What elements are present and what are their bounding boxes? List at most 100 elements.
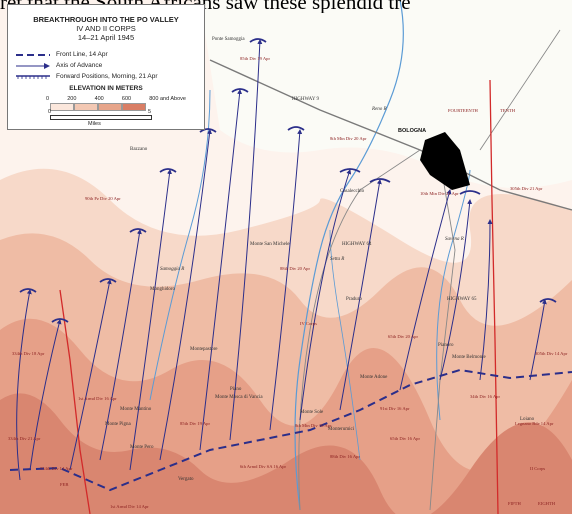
label-bologna: BOLOGNA	[398, 128, 426, 134]
label-savena-r: Savena R	[445, 237, 464, 242]
legend-subtitle: IV AND II CORPS	[76, 24, 136, 33]
front-line-14-apr	[9, 368, 572, 492]
label-reno-r: Reno R	[371, 107, 387, 112]
unit-label: 305th Div 21 Apr	[510, 186, 543, 191]
label-praduro: Praduro	[346, 297, 362, 302]
axes-of-advance	[16, 39, 547, 481]
label-monte-mosca: Monte Mosca di Vancia	[215, 395, 263, 400]
legend-label: Forward Positions, Morning, 21 Apr	[56, 73, 158, 80]
scale-start: 0	[48, 109, 52, 115]
unit-label: 91st Div 16 Apr	[380, 406, 410, 411]
elev-swatch-4	[122, 103, 146, 111]
forward-positions-21-apr	[19, 38, 557, 323]
army-boundary	[59, 289, 91, 514]
bologna-city	[420, 132, 470, 190]
unit-label: 65th Div 20 Apr	[388, 334, 418, 339]
unit-label: 65th Div 16 Apr	[390, 436, 420, 441]
label-monte-belmonte: Monte Belmonte	[452, 355, 487, 360]
elevation-swatches	[50, 103, 146, 111]
label-bazzano: Bazzano	[130, 147, 148, 152]
unit-label: 1st Armd Div 14 Apr	[110, 504, 149, 509]
legend-label: Axis of Advance	[56, 62, 103, 69]
elevation-tick: 600	[121, 96, 132, 102]
label-monte-san-michele: Monte San Michele	[250, 242, 290, 247]
elevation-800	[0, 393, 572, 514]
legend-date: 14–21 April 1945	[77, 33, 135, 42]
unit-label: 334th Div 21 Apr	[8, 436, 41, 441]
label-fifth: FIFTH	[508, 501, 521, 506]
river-reno	[294, 0, 404, 511]
label-tenth: TENTH	[500, 108, 516, 113]
unit-label: 305th Div 14 Apr	[535, 351, 568, 356]
unit-label: 85th Div 19 Apr	[180, 421, 210, 426]
label-monte-mantino: Monte Mantino	[120, 407, 152, 412]
road-labels: HIGHWAY 9 HIGHWAY 64 HIGHWAY 65	[292, 97, 477, 302]
label-monte-sole: Monte Sole	[300, 410, 324, 415]
label-pianoro: Pianoro	[438, 343, 454, 348]
elevation-tick: 800 and Above	[149, 96, 186, 102]
label-monterumici: Monterumici	[328, 427, 355, 432]
unit-label: 334th Div 14 Apr	[40, 466, 73, 471]
unit-label: Legnano Bde 14 Apr	[515, 421, 554, 426]
elev-swatch-3	[98, 103, 122, 111]
legend-label: Front Line, 14 Apr	[56, 51, 108, 58]
unit-labels: 85th Div 19 Apr 88th Div 20 Apr 8th Mtn …	[8, 56, 568, 509]
unit-label: 6th Armd Div SA 16 Apr	[240, 464, 287, 469]
label-ii-corps: II Corps	[530, 466, 545, 471]
legend-item-axis: Axis of Advance	[16, 62, 102, 69]
unit-label: 8th Mtn Div 20 Apr	[330, 136, 367, 141]
unit-label: 8th Mtn Div 16 Apr	[295, 423, 332, 428]
highway-65	[429, 159, 456, 511]
label-monte-pero: Monte Pero	[130, 445, 154, 450]
river-setta	[329, 229, 361, 461]
unit-label: 34th Div 16 Apr	[470, 394, 500, 399]
corps-boundary	[489, 79, 499, 514]
elevation-tick: 400	[94, 96, 104, 102]
label-loiano: Loiano	[520, 417, 535, 422]
unit-label: 85th Div 19 Apr	[240, 56, 270, 61]
elev-swatch-2	[74, 103, 98, 111]
front-line-swatch	[16, 53, 50, 56]
label-highway-65: HIGHWAY 65	[447, 297, 477, 302]
elevation-tick: 0	[46, 96, 50, 102]
axis-arrow-swatch	[16, 62, 50, 69]
unit-label: 10th Mtn Div 21 Apr	[420, 191, 459, 196]
unit-label: 334th Div 18 Apr	[12, 351, 45, 356]
elevation-ticks: 0 200 400 600 800 and Above	[46, 96, 186, 102]
label-monte-pigna: Monte Pigna	[105, 422, 131, 427]
corps-labels: FOURTEENTH TENTH IV Corps II Corps FIFTH…	[300, 108, 556, 506]
unit-label: FEB	[60, 482, 68, 487]
label-highway-64: HIGHWAY 64	[342, 242, 372, 247]
river-samoggia	[149, 89, 211, 401]
unit-label: 88th Div 20 Apr	[280, 266, 310, 271]
unit-label: 90th Pz Div 20 Apr	[85, 196, 121, 201]
label-setta-r: Setta R	[330, 257, 344, 262]
highway-north	[479, 29, 561, 151]
label-piano: Piano	[230, 387, 242, 392]
label-eighth: EIGHTH	[538, 501, 556, 506]
label-samoggia-r: Samoggia R	[160, 267, 184, 272]
label-highway-9: HIGHWAY 9	[292, 97, 319, 102]
elevation-title: ELEVATION IN METERS	[69, 85, 143, 92]
place-labels: BOLOGNA Ponte Samoggia Bazzano Casalecch…	[105, 37, 535, 482]
elev-swatch-1	[50, 103, 74, 111]
label-iv-corps: IV Corps	[300, 321, 317, 326]
legend-title: BREAKTHROUGH INTO THE PO VALLEY	[33, 15, 179, 24]
label-monte-adone: Monte Adone	[360, 375, 388, 380]
label-casalecchio: Casalecchio	[340, 189, 365, 194]
label-vergato: Vergato	[178, 477, 194, 482]
label-ponte-samoggia: Ponte Samoggia	[212, 37, 245, 42]
unit-label: 88th Div 16 Apr	[330, 454, 360, 459]
river-labels: Reno R Samoggia R Savena R Setta R	[160, 107, 464, 272]
unit-label: 1st Armd Div 16 Apr	[78, 396, 117, 401]
po-plain	[200, 0, 572, 188]
scale-bar	[50, 115, 152, 120]
label-fourteenth: FOURTEENTH	[448, 108, 479, 113]
forward-position-swatch	[16, 74, 50, 79]
legend-item-front-line: Front Line, 14 Apr	[16, 51, 108, 58]
elevation-tick: 200	[67, 96, 77, 102]
scale-unit: Miles	[88, 121, 101, 127]
scale-end: 5	[148, 109, 152, 115]
label-montepastore: Montepastore	[190, 347, 218, 352]
